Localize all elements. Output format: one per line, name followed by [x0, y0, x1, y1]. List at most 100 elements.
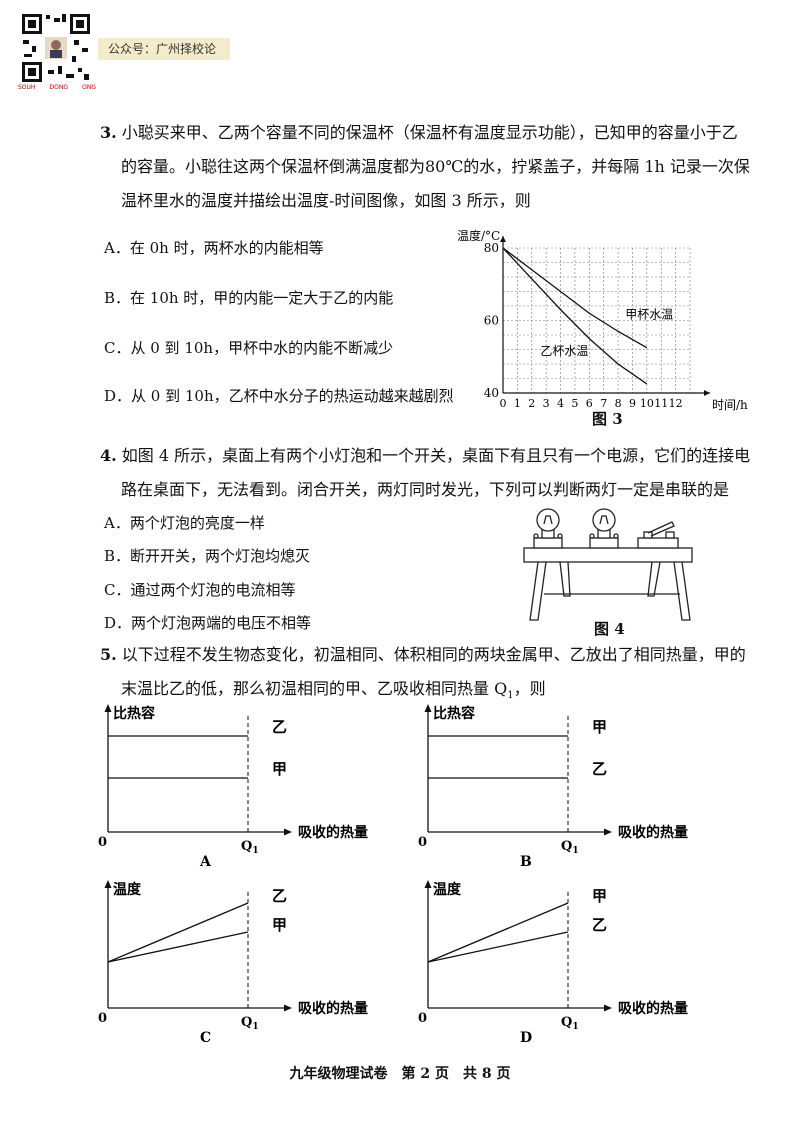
q4-number: 4. [100, 446, 117, 465]
panel-x-arrow [604, 828, 612, 836]
panel-q1-sub: 1 [252, 1022, 258, 1032]
fig3-y-label: 温度/°C [457, 228, 500, 243]
q4-option-c: C．通过两个灯泡的电流相等 [104, 581, 296, 599]
fig3-x-tick: 10 [640, 397, 654, 410]
panel-y-label: 比热容 [433, 705, 475, 722]
page-footer: 九年级物理试卷 第 2 页 共 8 页 [289, 1066, 511, 1082]
panel-y-arrow [424, 880, 432, 888]
panel-origin: 0 [418, 1011, 427, 1026]
panel-series-label: 乙 [592, 916, 607, 934]
panel-q1-sub: 1 [252, 846, 258, 856]
panel-y-arrow [104, 880, 112, 888]
panel-x-arrow [604, 1004, 612, 1012]
q5-line-1: 5. 以下过程不发生物态变化，初温相同、体积相同的两块金属甲、乙放出了相同热量，… [100, 645, 746, 664]
panel-series-label: 甲 [592, 718, 607, 736]
fig3-axes [500, 236, 710, 396]
fig3-series-label: 甲杯水温 [625, 308, 673, 322]
q3-number: 3. [100, 123, 117, 142]
panel-series-label: 乙 [272, 718, 287, 736]
panel-series-label: 乙 [272, 887, 287, 905]
panel-origin: 0 [98, 1011, 107, 1026]
panel-series-line [107, 931, 249, 963]
q3-option-a: A．在 0h 时，两杯水的内能相等 [104, 239, 324, 257]
fig3-x-tick: 1 [514, 397, 521, 410]
q5-number: 5. [100, 645, 117, 664]
q3-line-3: 温杯里水的温度并描绘出温度-时间图像，如图 3 所示，则 [121, 191, 531, 210]
fig3-y-arrow [500, 236, 506, 242]
panel-series-label: 甲 [592, 887, 607, 905]
q4-option-b: B．断开开关，两个灯泡均熄灭 [104, 547, 311, 565]
qr-caption: SOUH DONG ONG [18, 84, 96, 91]
panel-series-line [107, 902, 249, 963]
fig3-x-tick: 0 [500, 397, 507, 410]
panel-series-label: 乙 [592, 760, 607, 778]
panel-q1-sub: 1 [572, 846, 578, 856]
q3-option-c: C．从 0 到 10h，甲杯中水的内能不断减少 [104, 339, 394, 357]
fig4-table-illustration [523, 508, 693, 621]
panel-x-label: 吸收的热量 [298, 1000, 368, 1017]
fig3-y-tick: 60 [484, 314, 499, 328]
fig3-x-tick: 8 [615, 397, 622, 410]
q4-line-1: 4. 如图 4 所示，桌面上有两个小灯泡和一个开关，桌面下有且只有一个电源，它们… [100, 446, 751, 465]
fig3-x-tick: 9 [629, 397, 636, 410]
panel-y-label: 温度 [433, 881, 462, 898]
q4-line-2: 路在桌面下，无法看到。闭合开关，两灯同时发光，下列可以判断两灯一定是串联的是 [121, 480, 730, 499]
panel-q1-label: Q1 [241, 839, 259, 856]
panel-origin: 0 [418, 835, 427, 850]
fig3-x-tick: 5 [571, 397, 578, 410]
fig3-x-tick: 6 [586, 397, 593, 410]
account-banner: 公众号：广州择校论 [98, 38, 230, 60]
fig3-x-tick: 11 [654, 397, 668, 410]
panel-y-label: 温度 [113, 881, 142, 898]
panel-series-line [427, 902, 569, 963]
panel-origin: 0 [98, 835, 107, 850]
fig3-x-label: 时间/h [712, 398, 748, 412]
panel-x-arrow [284, 1004, 292, 1012]
panel-x-label: 吸收的热量 [618, 824, 688, 841]
q5-line-2: 末温比乙的低，那么初温相同的甲、乙吸收相同热量 Q1，则 [121, 679, 546, 702]
fig3-x-tick: 12 [669, 397, 683, 410]
panel-q1-sub: 1 [572, 1022, 578, 1032]
fig3-series-label: 乙杯水温 [540, 344, 588, 358]
fig3-series-line [502, 247, 648, 385]
fig3-y-tick: 40 [484, 386, 499, 400]
panel-caption: A [199, 854, 212, 870]
panel-caption: D [520, 1030, 532, 1046]
fig3-x-tick: 3 [543, 397, 550, 410]
q3-option-d: D．从 0 到 10h，乙杯中水分子的热运动越来越剧烈 [104, 387, 454, 405]
q3-line-2: 的容量。小聪往这两个保温杯倒满温度都为80℃的水，拧紧盖子，并每隔 1h 记录一… [121, 157, 750, 176]
panel-caption: B [520, 854, 532, 870]
panel-x-label: 吸收的热量 [298, 824, 368, 841]
panel-q1-label: Q1 [561, 1015, 579, 1032]
panel-y-arrow [424, 704, 432, 712]
fig3-caption: 图 3 [592, 410, 623, 428]
panel-x-label: 吸收的热量 [618, 1000, 688, 1017]
panel-caption: C [200, 1030, 211, 1046]
panel-x-arrow [284, 828, 292, 836]
q3-line-1: 3. 小聪买来甲、乙两个容量不同的保温杯（保温杯有温度显示功能），已知甲的容量小… [100, 123, 738, 142]
fig3-y-tick: 80 [484, 241, 499, 255]
fig3-x-arrow [704, 390, 710, 396]
panel-y-label: 比热容 [113, 705, 155, 722]
panel-q1-label: Q1 [241, 1015, 259, 1032]
fig3-x-tick: 2 [528, 397, 535, 410]
fig3-series [502, 247, 648, 385]
panel-series-label: 甲 [272, 916, 287, 934]
q3-option-b: B．在 10h 时，甲的内能一定大于乙的内能 [104, 289, 394, 307]
q4-option-d: D．两个灯泡两端的电压不相等 [104, 614, 312, 632]
panel-q1-label: Q1 [561, 839, 579, 856]
panel-series-label: 甲 [272, 760, 287, 778]
fig3-series-line [502, 247, 648, 349]
panel-y-arrow [104, 704, 112, 712]
qr-code [20, 12, 92, 84]
panel-series-line [427, 931, 569, 963]
fig3-x-tick: 4 [557, 397, 564, 410]
fig4-caption: 图 4 [594, 620, 625, 638]
